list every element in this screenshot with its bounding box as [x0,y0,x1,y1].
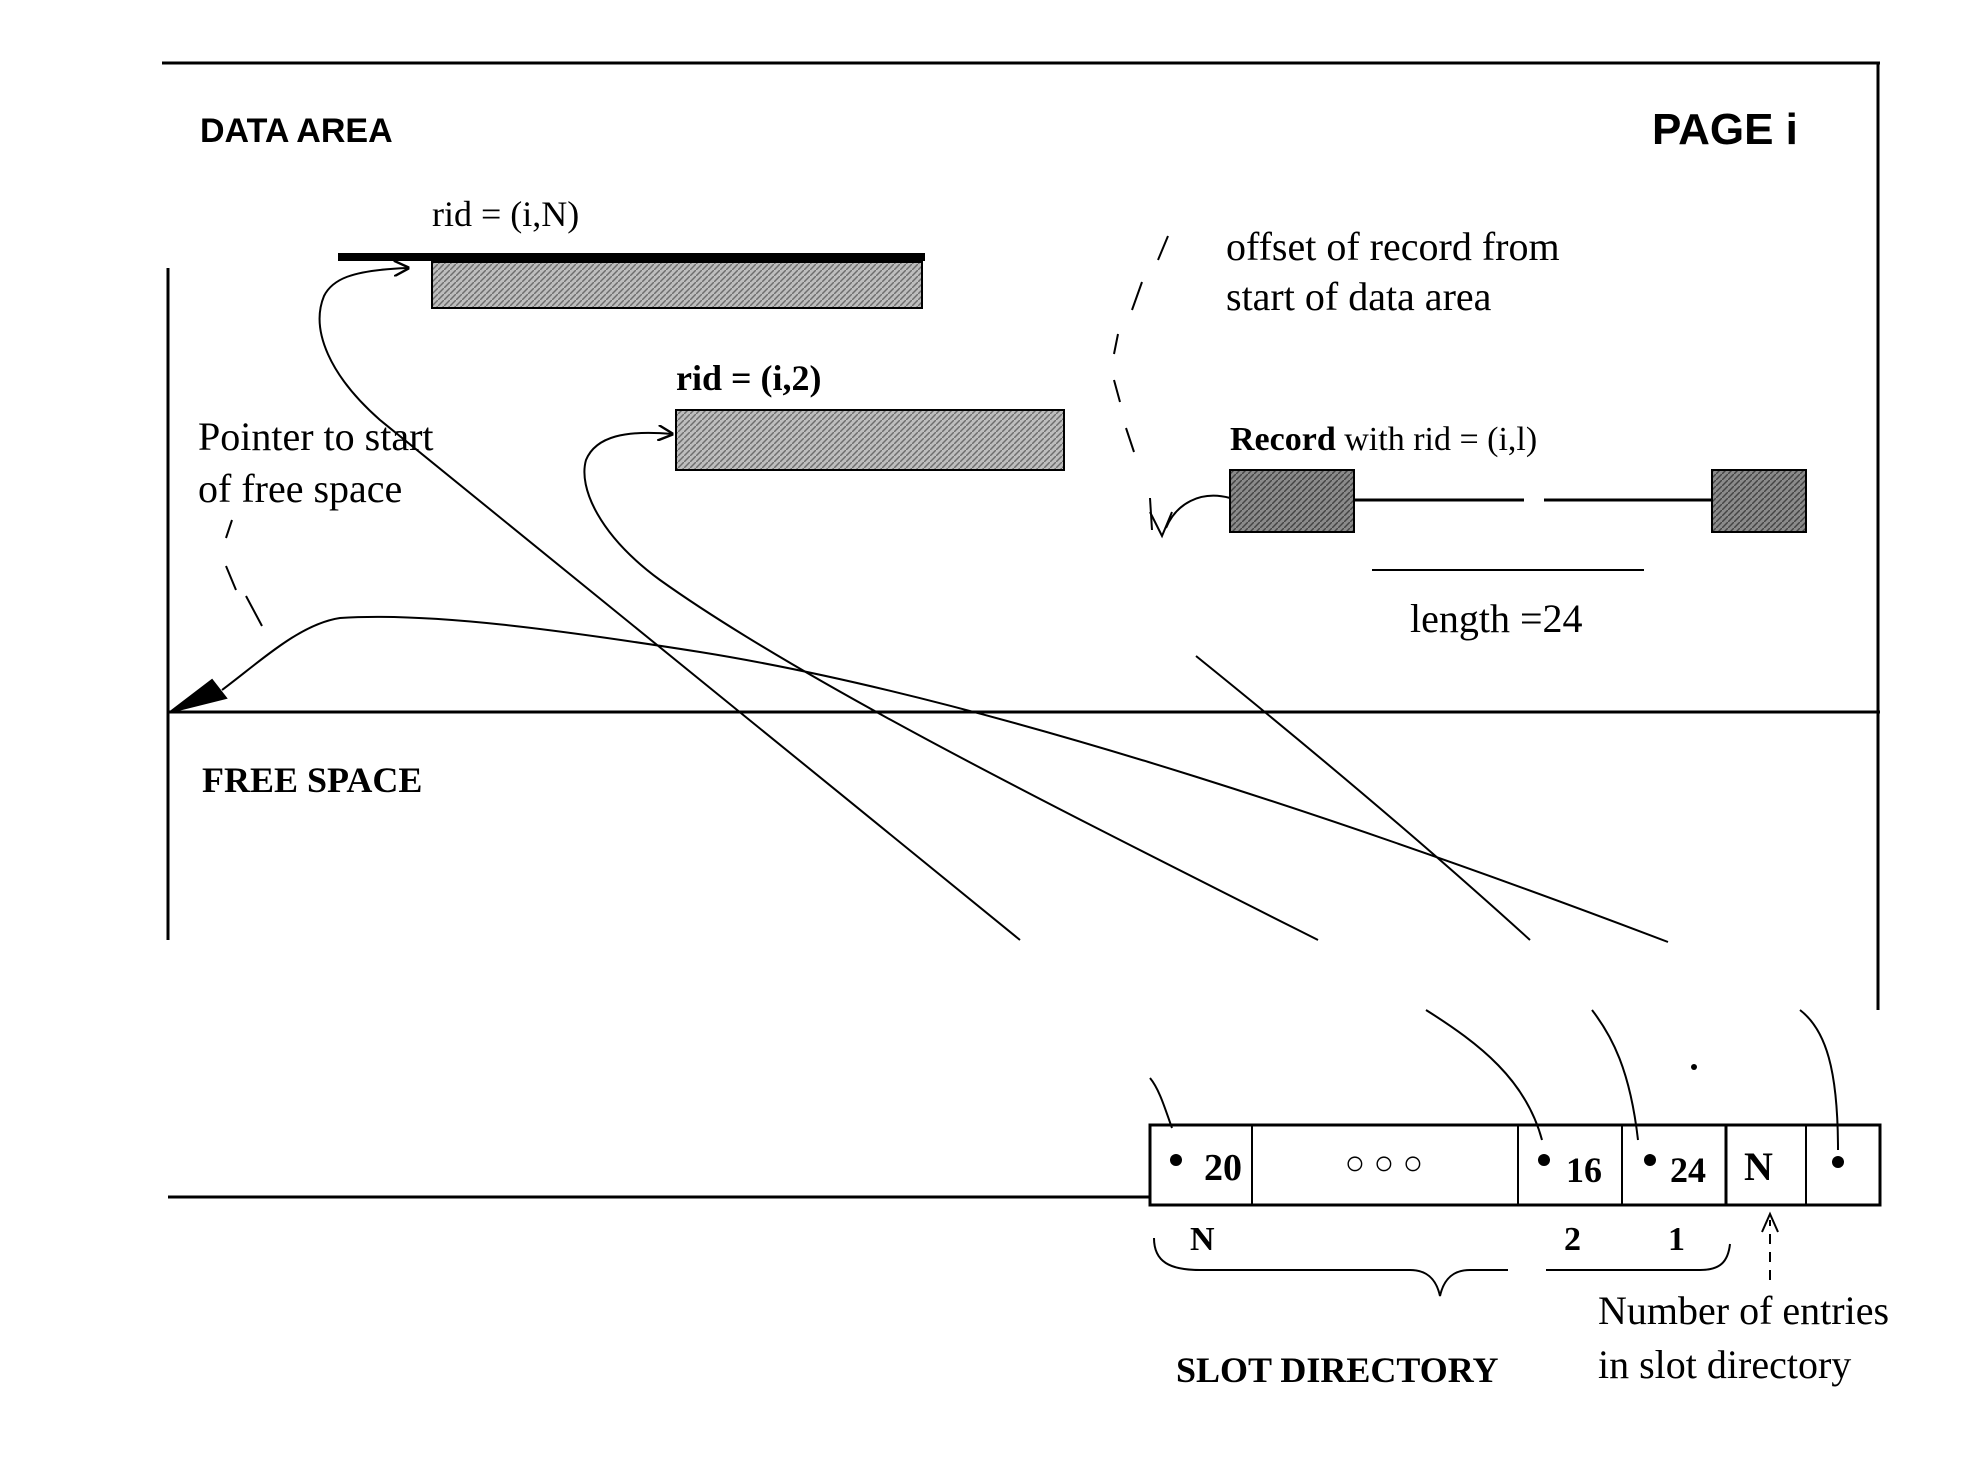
slot-directory: 20 ○ ○ ○ 16 24 N [1148,1123,1882,1207]
rid-n-label: rid = (i,N) [432,194,579,234]
record-1-start-block [1229,469,1355,533]
slot-2-value: 16 [1566,1150,1602,1190]
slot-1-dot [1644,1154,1656,1166]
entries-arrowhead [1761,1211,1779,1233]
slot-directory-brace [1153,1237,1731,1297]
entries-label-line2: in slot directory [1598,1342,1851,1387]
record-2-bar [675,409,1065,471]
slot-2-to-record-2-curve [583,433,1319,941]
slot-directory-label: SLOT DIRECTORY [1176,1350,1499,1390]
free-space-pointer-curve [221,615,1669,943]
offset-arrow-hook [1165,494,1231,529]
data-area-label: DATA AREA [200,112,393,150]
free-space-pointer-arrowhead [169,678,228,713]
slot-1-value: 24 [1670,1150,1706,1190]
record-n: rid = (i,N) [338,194,925,309]
offset-arrow-head [1149,511,1173,539]
pointer-label-line1: Pointer to start [198,414,434,459]
slot-pointer-curves [318,268,1839,1151]
slot-n-dot [1170,1154,1182,1166]
record-1-label: Record with rid = (i,l) [1230,421,1537,458]
offset-label-line2: start of data area [1226,274,1492,319]
page-label: PAGE i [1652,105,1798,154]
record-1-end-block [1711,469,1807,533]
slot-index-2: 2 [1564,1221,1581,1258]
offset-dashed-arc [1113,235,1169,531]
slot-n-value: 20 [1204,1147,1242,1189]
record-n-bar [431,261,923,309]
stray-dot [1691,1064,1697,1070]
slot-1-to-record-1-curve [1195,655,1531,941]
slot-index-n: N [1190,1221,1215,1258]
entries-label-line1: Number of entries [1598,1288,1889,1333]
free-space-label: FREE SPACE [202,760,422,800]
slot-count-value: N [1744,1144,1773,1189]
slot-n-to-record-n-curve [318,268,1021,941]
length-label: length =24 [1410,596,1583,641]
slot-2-leader [1425,1009,1543,1141]
slot-ellipsis: ○ ○ ○ [1345,1145,1424,1182]
free-space-pointer-dot [1832,1156,1844,1168]
page-frame [162,61,1880,1199]
record-1-label-bold: Record [1230,421,1336,458]
record-2: rid = (i,2) [675,358,1065,471]
pointer-label-line2: of free space [198,466,402,511]
pointer-dashed-leader [225,519,263,627]
rid-2-label: rid = (i,2) [676,358,822,398]
entries-annotation: Number of entries in slot directory [1598,1211,1889,1387]
slot-indices: N 2 1 SLOT DIRECTORY [1153,1221,1731,1390]
slot-n-leader [1149,1077,1173,1129]
record-1-label-rest: with rid = (i,l) [1336,421,1537,458]
slot-directory-box [1148,1123,1882,1207]
slot-2-dot [1538,1154,1550,1166]
slot-index-1: 1 [1668,1221,1685,1258]
offset-annotation: offset of record from start of data area [1113,224,1560,531]
slot-1-leader [1591,1009,1639,1141]
record-1: Record with rid = (i,l) length =24 [1149,421,1807,641]
offset-label-line1: offset of record from [1226,224,1560,269]
free-space-pointer: Pointer to start of free space [169,414,1669,943]
